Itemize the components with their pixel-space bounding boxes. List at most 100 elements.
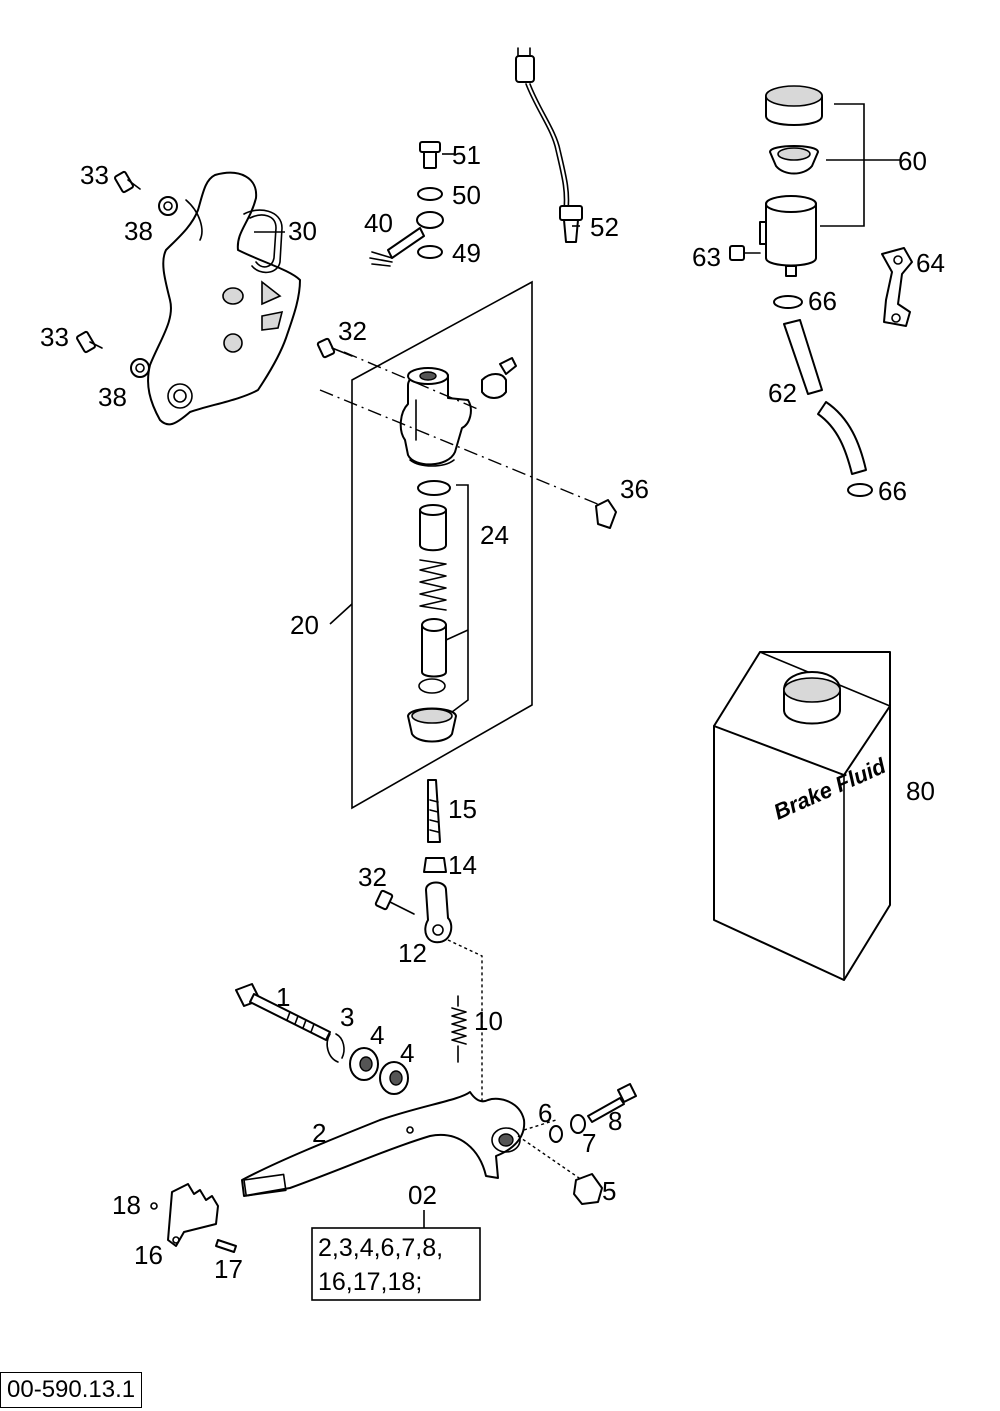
bolt-33-bottom <box>76 330 103 354</box>
bolt-63 <box>729 245 761 261</box>
callout-64: 64 <box>916 248 945 278</box>
nut-38-bottom <box>130 358 150 378</box>
group-kit-box <box>311 1227 481 1301</box>
bearing-4-a <box>349 1047 379 1081</box>
callout-60: 60 <box>898 146 927 176</box>
drawing-code-label: 00-590.13.1 <box>0 1372 143 1408</box>
callout-33-top: 33 <box>80 160 109 190</box>
nut-38-top <box>158 196 178 216</box>
dust-boot-part <box>407 707 457 743</box>
callout-12: 12 <box>398 938 427 968</box>
callout-17: 17 <box>214 1254 243 1284</box>
callout-51: 51 <box>452 140 481 170</box>
nut-36-part <box>595 499 617 529</box>
leader-24-piston <box>445 629 469 641</box>
washer-6 <box>549 1125 563 1143</box>
callout-50: 50 <box>452 180 481 210</box>
callout-16: 16 <box>134 1240 163 1270</box>
callout-80: 80 <box>906 776 935 806</box>
screw-17 <box>215 1239 237 1253</box>
pedal-step-16 <box>167 1183 219 1247</box>
callout-7: 7 <box>582 1128 596 1158</box>
callout-30: 30 <box>288 216 317 246</box>
spring-part <box>419 559 447 611</box>
callout-63: 63 <box>692 242 721 272</box>
bolt-33-top <box>114 170 141 194</box>
o-ring-part <box>417 480 451 496</box>
reservoir-body-60 <box>759 195 817 277</box>
reservoir-cap-60 <box>765 85 823 126</box>
washer-7 <box>570 1114 586 1134</box>
brake-fluid-can-80: Brake Fluid <box>713 651 891 981</box>
bearing-4-b <box>379 1061 409 1095</box>
hose-clamp-66-bottom <box>847 483 873 497</box>
callout-49: 49 <box>452 238 481 268</box>
callout-5: 5 <box>602 1176 616 1206</box>
centerline-clevis <box>447 939 483 1106</box>
callout-3: 3 <box>340 1002 354 1032</box>
callout-18: 18 <box>112 1190 141 1220</box>
callout-15: 15 <box>448 794 477 824</box>
group-kit-line-1: 2,3,4,6,7,8, <box>318 1234 443 1262</box>
washer-50 <box>417 187 443 201</box>
callout-52: 52 <box>590 212 619 242</box>
brake-pedal-2 <box>241 1091 526 1197</box>
callout-14: 14 <box>448 850 477 880</box>
callout-1: 1 <box>276 982 290 1012</box>
callout-40: 40 <box>364 208 393 238</box>
piston-part <box>421 618 447 678</box>
callout-66-top: 66 <box>808 286 837 316</box>
callout-4-a: 4 <box>370 1020 384 1050</box>
bolt-8 <box>587 1083 637 1123</box>
hose-clamp-66-top <box>773 295 803 309</box>
pivot-bolt-1 <box>235 983 331 1041</box>
callout-36: 36 <box>620 474 649 504</box>
bolt-32-bottom <box>374 889 415 915</box>
callout-32-top: 32 <box>338 316 367 346</box>
callout-labels: 33 38 30 33 38 32 51 50 40 49 52 60 63 6… <box>40 140 945 1296</box>
label-leaders <box>254 153 580 625</box>
callout-10: 10 <box>474 1006 503 1036</box>
callout-2: 2 <box>312 1118 326 1148</box>
callout-62: 62 <box>768 378 797 408</box>
banjo-fitting-40 <box>369 211 444 267</box>
callout-8: 8 <box>608 1106 622 1136</box>
group-kit-number: 02 <box>408 1180 437 1210</box>
callout-38-top: 38 <box>124 216 153 246</box>
callout-33-bottom: 33 <box>40 322 69 352</box>
centerline-bolt-32 <box>343 351 481 411</box>
callout-66-bottom: 66 <box>878 476 907 506</box>
callout-20: 20 <box>290 610 319 640</box>
heel-guard-part <box>147 171 301 426</box>
return-spring-10 <box>451 995 467 1063</box>
circlip-part <box>418 678 446 694</box>
master-cylinder-body <box>399 367 472 467</box>
lock-nut-14 <box>423 857 447 873</box>
callout-24: 24 <box>480 520 509 550</box>
leader-20 <box>329 603 353 625</box>
brake-hose-62 <box>783 319 867 475</box>
clevis-12 <box>424 881 453 944</box>
hose-nipple-part <box>481 357 517 399</box>
diaphragm-60 <box>769 145 819 175</box>
centerline-pedal-nut <box>517 1135 583 1181</box>
callout-4-b: 4 <box>400 1038 414 1068</box>
banjo-bolt-51 <box>419 141 441 169</box>
brake-light-switch-52 <box>515 47 583 243</box>
callout-32-bottom: 32 <box>358 862 387 892</box>
callout-6: 6 <box>538 1098 552 1128</box>
leader-24-bracket <box>451 484 469 713</box>
push-rod-15 <box>427 779 441 843</box>
group-kit-line-2: 16,17,18; <box>318 1268 422 1296</box>
callout-38-bottom: 38 <box>98 382 127 412</box>
washer-49 <box>417 245 443 259</box>
nut-5 <box>573 1173 603 1205</box>
bracket-64 <box>881 247 913 327</box>
leader-60-bracket <box>820 103 865 227</box>
circlip-3 <box>326 1033 345 1063</box>
bolt-32-top <box>316 337 353 359</box>
washer-18 <box>150 1202 158 1210</box>
bushing-part <box>419 504 447 552</box>
master-cylinder-group-outline <box>351 280 533 810</box>
